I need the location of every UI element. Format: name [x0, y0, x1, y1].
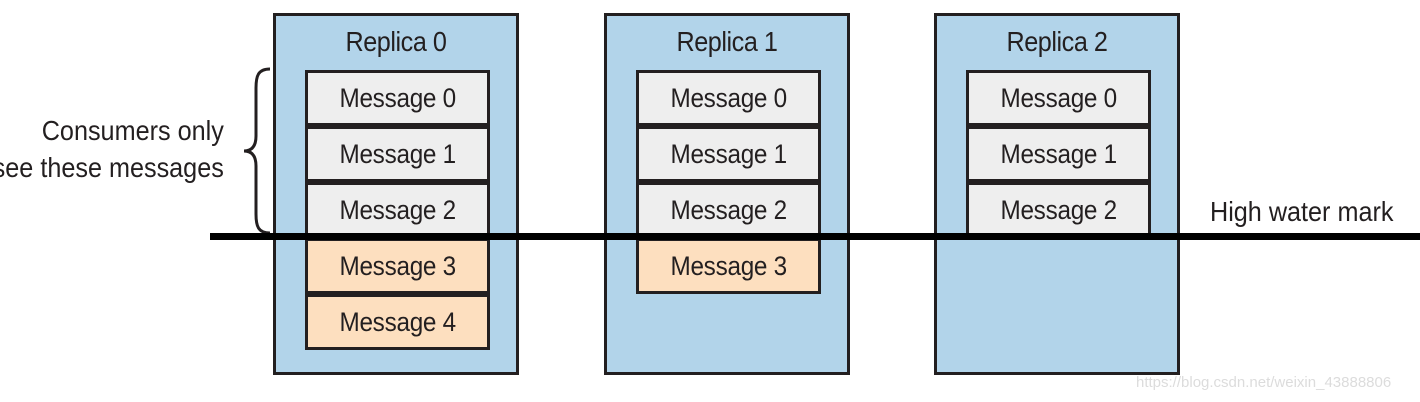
- consumers-note-line-1: Consumers only: [41, 115, 224, 146]
- curly-brace-icon: [243, 67, 271, 235]
- high-water-mark-line: [210, 233, 1420, 240]
- watermark-text: https://blog.csdn.net/weixin_43888806: [1136, 374, 1392, 391]
- message-box: Message 0: [305, 70, 490, 126]
- high-water-mark-label: High water mark: [1210, 196, 1394, 227]
- message-label: Message 0: [670, 82, 787, 113]
- message-label: Message 3: [339, 250, 456, 281]
- consumers-note: Consumers only see these messages: [0, 112, 224, 186]
- message-box: Message 1: [305, 126, 490, 182]
- message-box: Message 2: [966, 182, 1151, 238]
- message-box: Message 1: [966, 126, 1151, 182]
- message-label: Message 0: [339, 82, 456, 113]
- message-box: Message 1: [636, 126, 821, 182]
- replica-2-box: Replica 2 Message 0 Message 1 Message 2: [934, 13, 1180, 375]
- message-label: Message 1: [339, 138, 456, 169]
- replica-0-box: Replica 0 Message 0 Message 1 Message 2 …: [273, 13, 519, 375]
- message-box: Message 2: [305, 182, 490, 238]
- replica-title: Replica 1: [676, 26, 778, 57]
- replica-title: Replica 2: [1006, 26, 1108, 57]
- message-label: Message 2: [1000, 194, 1117, 225]
- message-label: Message 0: [1000, 82, 1117, 113]
- message-box: Message 4: [305, 294, 490, 350]
- message-label: Message 1: [670, 138, 787, 169]
- message-label: Message 2: [670, 194, 787, 225]
- message-label: Message 3: [670, 250, 787, 281]
- replica-title: Replica 0: [345, 26, 447, 57]
- message-box: Message 2: [636, 182, 821, 238]
- replica-1-box: Replica 1 Message 0 Message 1 Message 2 …: [604, 13, 850, 375]
- message-label: Message 4: [339, 306, 456, 337]
- message-box: Message 3: [636, 238, 821, 294]
- message-box: Message 0: [636, 70, 821, 126]
- message-box: Message 3: [305, 238, 490, 294]
- message-label: Message 1: [1000, 138, 1117, 169]
- consumers-note-line-2: see these messages: [0, 152, 224, 183]
- message-box: Message 0: [966, 70, 1151, 126]
- message-label: Message 2: [339, 194, 456, 225]
